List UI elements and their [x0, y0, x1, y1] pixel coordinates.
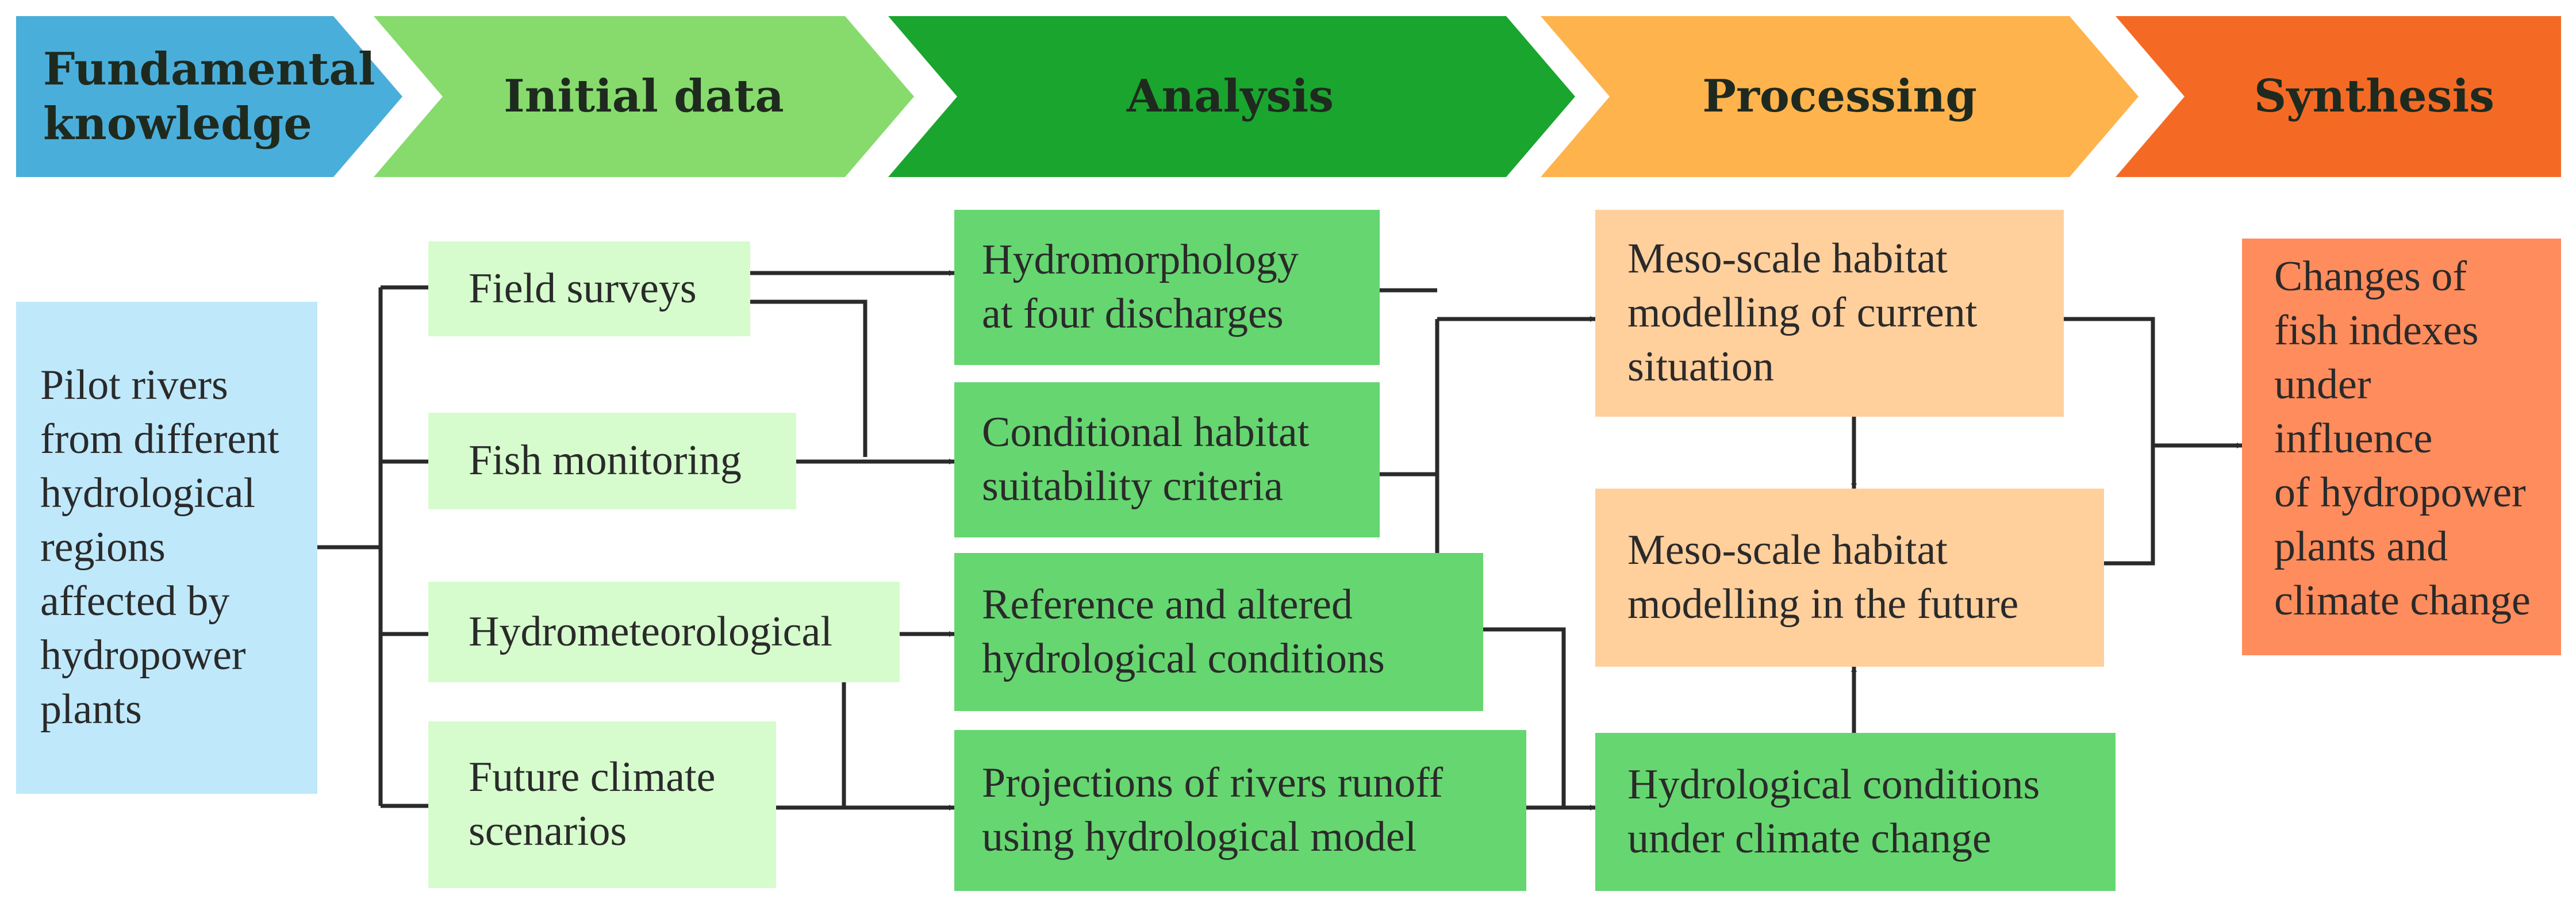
box-changes-fish: Changes of fish indexes under influence …	[2242, 239, 2561, 655]
connector-meso-current-out	[2064, 317, 2155, 566]
box-meso-current: Meso-scale habitat modelling of current …	[1595, 210, 2064, 417]
box-meso-future: Meso-scale habitat modelling in the futu…	[1595, 489, 2104, 667]
connector-field-down	[744, 299, 867, 457]
box-hydrometeorological: Hydrometeorological	[428, 582, 900, 682]
box-pilot-rivers: Pilot rivers from different hydrological…	[16, 302, 317, 794]
chevron-analysis	[888, 16, 1575, 177]
box-hydro-climate: Hydrological conditions under climate ch…	[1595, 733, 2116, 891]
stage-label-analysis: Analysis	[1126, 70, 1334, 123]
box-fish-monitoring: Fish monitoring	[428, 413, 796, 509]
box-field-surveys: Field surveys	[428, 241, 750, 336]
stage-label-processing: Processing	[1702, 70, 1977, 123]
connector-reference-out	[1483, 627, 1566, 808]
box-hydromorphology: Hydromorphology at four discharges	[954, 210, 1380, 365]
box-reference-altered: Reference and altered hydrological condi…	[954, 553, 1483, 711]
chevron-fundamental	[16, 16, 402, 177]
chevron-synthesis	[2116, 16, 2561, 177]
stage-label-initial: Initial data	[504, 70, 784, 123]
stage-label-fundamental: Fundamental knowledge	[43, 43, 375, 150]
stage-label-synthesis: Synthesis	[2253, 70, 2495, 123]
chevron-initial	[374, 16, 914, 177]
chevron-processing	[1541, 16, 2139, 177]
box-conditional-habitat: Conditional habitat suitability criteria	[954, 382, 1380, 537]
box-future-climate: Future climate scenarios	[428, 721, 776, 888]
box-projections-runoff: Projections of rivers runoff using hydro…	[954, 730, 1526, 891]
